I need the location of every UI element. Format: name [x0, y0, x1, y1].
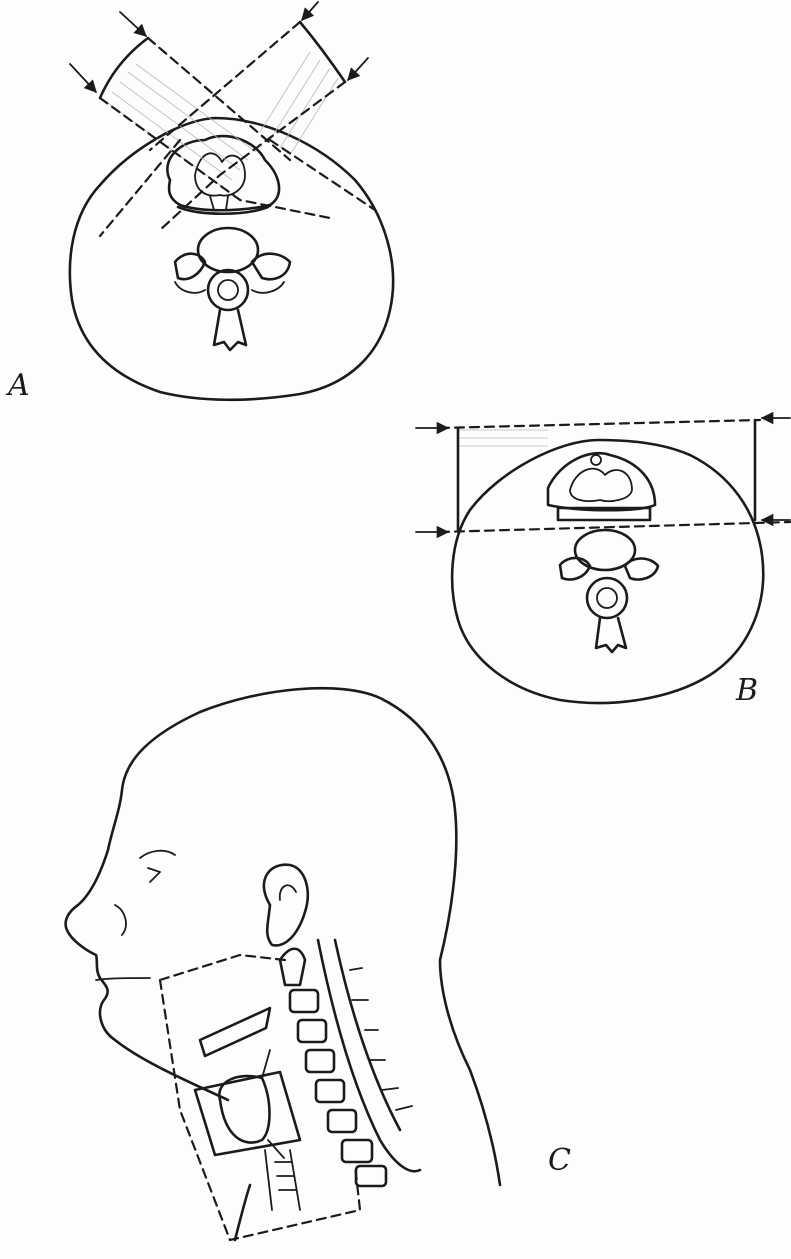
panel-label-a: A	[5, 368, 30, 403]
larynx-b	[548, 453, 655, 520]
neck-cross-section-outline-b	[452, 440, 763, 703]
beam-right-oblique	[150, 2, 375, 230]
larynx-a	[167, 136, 279, 214]
panel-label-c: C	[548, 1143, 571, 1178]
mandible-c	[200, 1008, 270, 1056]
panel-label-b: B	[735, 673, 758, 708]
panel-b: B	[416, 418, 790, 708]
ear-c	[264, 865, 308, 946]
trachea-c	[265, 1150, 300, 1210]
cervical-spine-c	[280, 940, 420, 1186]
beam-lateral-parallel	[416, 418, 790, 532]
panel-c: C	[66, 688, 571, 1240]
beam-left-oblique	[70, 12, 330, 236]
cervical-vertebra-b	[560, 530, 658, 652]
neck-cross-section-outline-a	[70, 118, 393, 400]
eye-c	[140, 851, 175, 882]
panel-a: A	[5, 2, 393, 403]
larynx-c	[219, 1076, 269, 1143]
cervical-vertebra-a	[175, 228, 290, 350]
